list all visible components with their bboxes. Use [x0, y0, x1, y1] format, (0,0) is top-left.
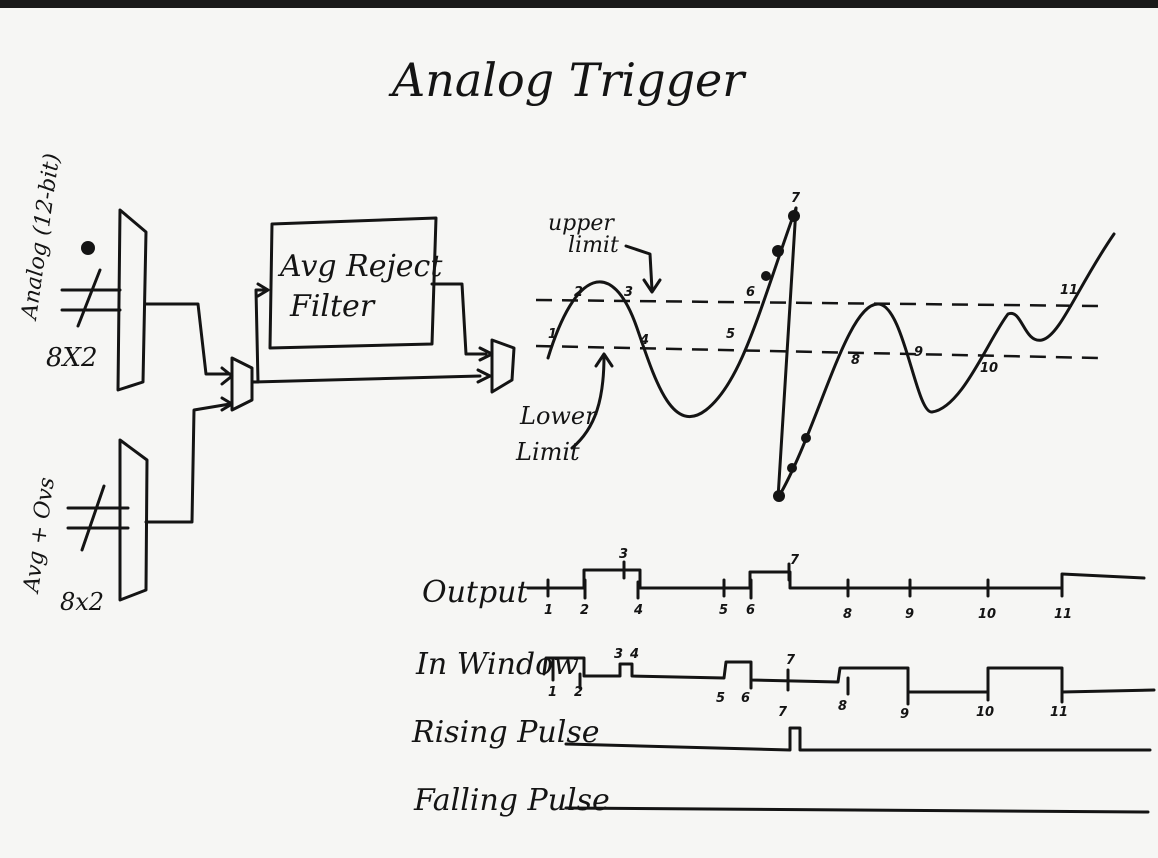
waveform-point-a	[772, 245, 784, 257]
falling-pulse-row-label: Falling Pulse	[413, 783, 610, 818]
analog-mux	[118, 210, 146, 390]
analog-trigger-diagram: Analog Trigger Analog (12-bit) 8X2 Avg +…	[0, 8, 1158, 858]
output-tick-8: 8	[843, 607, 852, 622]
output-tick-1: 1	[544, 603, 553, 618]
in-window-tick-1: 1	[548, 685, 557, 700]
falling-pulse-signal	[566, 808, 1148, 812]
rising-pulse-tick-7: 7	[778, 705, 788, 720]
output-tick-11: 11	[1054, 607, 1072, 622]
waveform-tail	[778, 234, 1114, 498]
wire-to-filter	[252, 290, 266, 382]
wave-marker-5: 5	[726, 327, 735, 342]
output-tick-4: 4	[633, 603, 643, 618]
avg-input-label: Avg + Ovs	[19, 476, 60, 596]
output-row-label: Output	[422, 575, 529, 610]
in-window-row-label: In Window	[415, 647, 579, 682]
in-window-tick-11: 11	[1050, 705, 1068, 720]
output-mux	[492, 340, 514, 392]
in-window-tick-5: 5	[716, 691, 725, 706]
filter-label-line2: Filter	[289, 289, 376, 324]
avg-mux	[120, 440, 147, 600]
analog-width-label: 8X2	[46, 343, 98, 373]
svg-text:Avg + Ovs: Avg + Ovs	[19, 476, 60, 596]
output-tick-7: 7	[790, 553, 800, 568]
in-window-tick-4: 4	[629, 647, 639, 662]
avg-width-label: 8x2	[60, 588, 104, 616]
wave-marker-3: 3	[624, 285, 633, 300]
output-tick-3: 3	[619, 547, 628, 562]
waveform-point-b	[761, 271, 771, 281]
waveform-point-c	[787, 463, 797, 473]
wave-marker-6: 6	[746, 285, 755, 300]
rising-pulse-signal	[566, 728, 1150, 750]
output-tick-5: 5	[719, 603, 728, 618]
waveform-point-7-top	[788, 210, 800, 222]
output-tick-10: 10	[978, 607, 996, 622]
wave-marker-10: 10	[980, 361, 998, 376]
wave-marker-9: 9	[914, 345, 923, 360]
in-window-tick-3: 3	[614, 647, 623, 662]
waveform-point-d	[801, 433, 811, 443]
output-signal	[528, 570, 1144, 588]
lower-limit-line	[536, 346, 1098, 358]
in-window-tick-9: 9	[900, 707, 909, 722]
paper-sheet: Analog Trigger Analog (12-bit) 8X2 Avg +…	[0, 8, 1158, 858]
output-tick-2: 2	[580, 603, 589, 618]
wire-filter-out	[432, 284, 486, 354]
analog-bus	[62, 270, 120, 326]
upper-limit-line	[536, 300, 1098, 306]
wire-avg-to-mux2	[146, 404, 230, 522]
upper-limit-label-line2: limit	[568, 233, 619, 258]
lower-limit-label-line2: Limit	[515, 438, 580, 466]
in-window-tick-10: 10	[976, 705, 994, 720]
wave-marker-1: 1	[548, 327, 557, 342]
mid-mux	[232, 358, 252, 410]
upper-limit-arrow	[626, 246, 652, 290]
svg-text:Analog (12-bit): Analog (12-bit)	[17, 152, 65, 323]
output-ticks	[548, 562, 1062, 598]
wave-marker-4: 4	[639, 333, 649, 348]
wire-analog-to-mux2	[146, 304, 230, 374]
wave-marker-7: 7	[791, 191, 801, 206]
wave-marker-2: 2	[574, 285, 583, 300]
output-tick-6: 6	[746, 603, 755, 618]
in-window-tick-6: 6	[741, 691, 750, 706]
wave-marker-11: 11	[1060, 283, 1078, 298]
in-window-tick-2: 2	[574, 685, 583, 700]
in-window-tick-8: 8	[838, 699, 847, 714]
analog-input-dot	[81, 241, 95, 255]
in-window-tick-7: 7	[786, 653, 796, 668]
diagram-title: Analog Trigger	[388, 53, 747, 107]
wire-bypass	[252, 376, 480, 382]
analog-input-label: Analog (12-bit)	[17, 152, 65, 323]
lower-limit-label-line1: Lower	[519, 402, 598, 430]
waveform-point-bottom	[773, 490, 785, 502]
wave-marker-8: 8	[851, 353, 860, 368]
filter-label-line1: Avg Reject	[277, 249, 443, 284]
output-tick-9: 9	[905, 607, 914, 622]
